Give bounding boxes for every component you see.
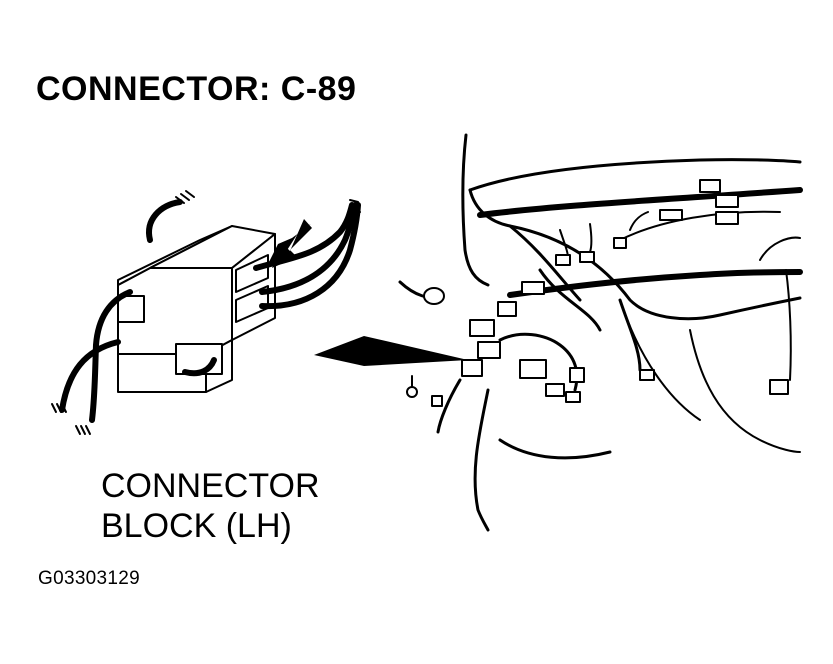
conn-s — [569, 367, 585, 383]
conn-a — [555, 254, 571, 266]
dash-face — [468, 188, 802, 321]
dash-cluster-curve — [759, 236, 801, 261]
conn-h — [521, 281, 545, 295]
connector-notch — [117, 295, 145, 323]
wire-upper-drop — [461, 133, 490, 287]
conn-d — [659, 209, 683, 221]
wire-right-drop — [618, 298, 642, 372]
dash-lower-curve — [689, 329, 801, 453]
conn-p — [639, 369, 655, 381]
wire-floor-run — [498, 438, 612, 460]
conn-m — [519, 359, 547, 379]
wire-short-c — [629, 211, 649, 231]
conn-r — [431, 395, 443, 407]
dashboard-harness-view — [398, 133, 803, 532]
conn-b — [579, 251, 595, 263]
conn-l — [461, 359, 483, 377]
conn-i — [497, 301, 517, 317]
callout-leader — [314, 336, 468, 366]
conn-g — [715, 211, 739, 225]
wire-right-2 — [259, 202, 358, 295]
wire-center-drop — [538, 268, 602, 332]
wire-left-short — [59, 339, 121, 413]
conn-o — [565, 391, 581, 403]
wire-lower-drop — [473, 388, 490, 532]
conn-c — [613, 237, 627, 249]
wire-right-3 — [259, 202, 361, 310]
dash-pillar — [508, 224, 582, 302]
wire-end-ticks-right — [349, 199, 361, 213]
wire-lower-branch — [436, 378, 462, 434]
ground-terminal — [406, 386, 418, 398]
dash-top-edge — [468, 158, 802, 192]
connector-block-label-line1: CONNECTOR — [101, 467, 320, 505]
wire-left-long — [89, 289, 133, 423]
wire-far-right — [785, 269, 792, 381]
wire-end-ticks-left-long — [75, 425, 91, 435]
conn-n — [545, 383, 565, 397]
figure-code: G03303129 — [38, 568, 141, 589]
wire-short-b — [589, 223, 593, 253]
connector-title: CONNECTOR: C-89 — [36, 70, 357, 108]
dash-vent-curve — [619, 210, 781, 241]
harness-main-top — [477, 187, 803, 218]
conn-e — [699, 179, 721, 193]
conn-j — [469, 319, 495, 337]
connector-block-top-left — [117, 225, 233, 286]
connector-block-detail — [51, 190, 361, 435]
conn-k — [477, 341, 501, 359]
harness-main-mid — [507, 269, 803, 298]
wire-bottom-loop — [182, 357, 217, 377]
wire-top-left — [146, 199, 183, 243]
connector-block-label: CONNECTOR BLOCK (LH) — [101, 466, 320, 546]
wire-end-ticks-left — [51, 403, 67, 413]
conn-f — [715, 194, 739, 208]
grommet — [423, 287, 445, 305]
wire-end-ticks-top — [175, 190, 195, 204]
conn-q — [769, 379, 789, 395]
connector-block-label-line2: BLOCK (LH) — [101, 507, 292, 545]
